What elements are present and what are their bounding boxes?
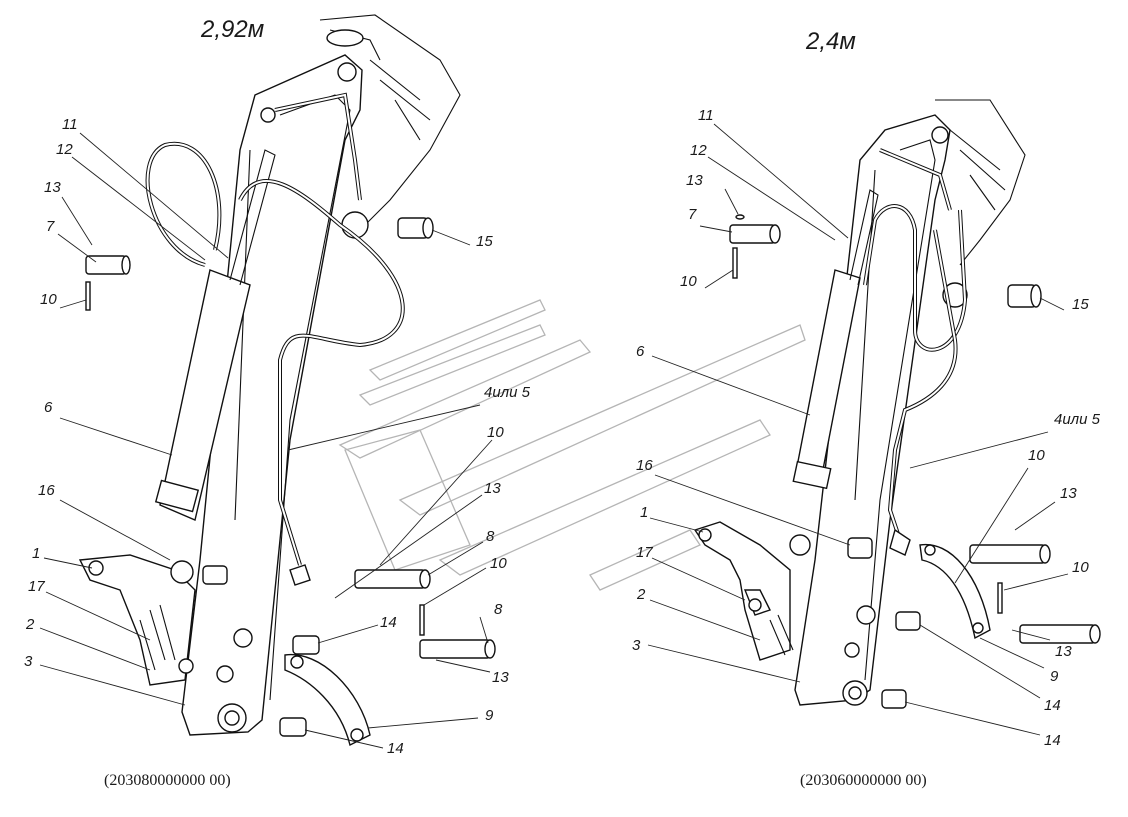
right-caption: (203060000000 00)	[800, 772, 927, 789]
right-label-13c: 13	[1055, 643, 1072, 660]
left-label-15: 15	[476, 233, 493, 250]
right-title: 2,4м	[806, 28, 856, 55]
right-boom-assembly	[693, 99, 1101, 709]
right-label-10a: 10	[680, 273, 697, 290]
left-label-14a: 14	[380, 614, 397, 631]
left-label-8b: 8	[494, 601, 503, 618]
right-label-10c: 10	[1072, 559, 1089, 576]
right-label-4or5: 4или 5	[1054, 411, 1100, 428]
right-label-13b: 13	[1060, 485, 1077, 502]
left-label-13b: 13	[484, 480, 501, 497]
right-label-14a: 14	[1044, 697, 1061, 714]
left-label-6: 6	[44, 399, 53, 416]
left-label-1: 1	[32, 545, 41, 562]
left-label-10c: 10	[490, 555, 507, 572]
left-label-13a: 13	[44, 179, 61, 196]
right-label-7: 7	[688, 206, 697, 223]
left-label-17: 17	[28, 578, 45, 595]
right-label-2: 2	[637, 586, 646, 603]
left-label-4or5: 4или 5	[484, 384, 530, 401]
left-label-13c: 13	[492, 669, 509, 686]
right-label-10b: 10	[1028, 447, 1045, 464]
right-label-12: 12	[690, 142, 707, 159]
left-label-8a: 8	[486, 528, 495, 545]
left-title: 2,92м	[201, 16, 265, 43]
left-label-3: 3	[24, 653, 33, 670]
right-label-9: 9	[1050, 668, 1059, 685]
right-label-13a: 13	[686, 172, 703, 189]
right-label-11: 11	[698, 107, 714, 124]
left-leader-lines	[39, 132, 493, 749]
watermark-logo	[338, 299, 806, 591]
left-label-16: 16	[38, 482, 55, 499]
left-label-10b: 10	[487, 424, 504, 441]
right-label-15: 15	[1072, 296, 1089, 313]
left-label-10a: 10	[40, 291, 57, 308]
left-label-11: 11	[62, 116, 78, 133]
right-leader-lines	[647, 123, 1069, 736]
left-label-9: 9	[485, 707, 494, 724]
left-label-12: 12	[56, 141, 73, 158]
right-label-1: 1	[640, 504, 649, 521]
right-label-17: 17	[636, 544, 653, 561]
right-label-16: 16	[636, 457, 653, 474]
left-label-14b: 14	[387, 740, 404, 757]
left-boom-assembly	[78, 14, 496, 747]
left-label-2: 2	[26, 616, 35, 633]
right-label-6: 6	[636, 343, 645, 360]
right-label-14b: 14	[1044, 732, 1061, 749]
left-label-7: 7	[46, 218, 55, 235]
left-caption: (203080000000 00)	[104, 772, 231, 789]
right-label-3: 3	[632, 637, 641, 654]
